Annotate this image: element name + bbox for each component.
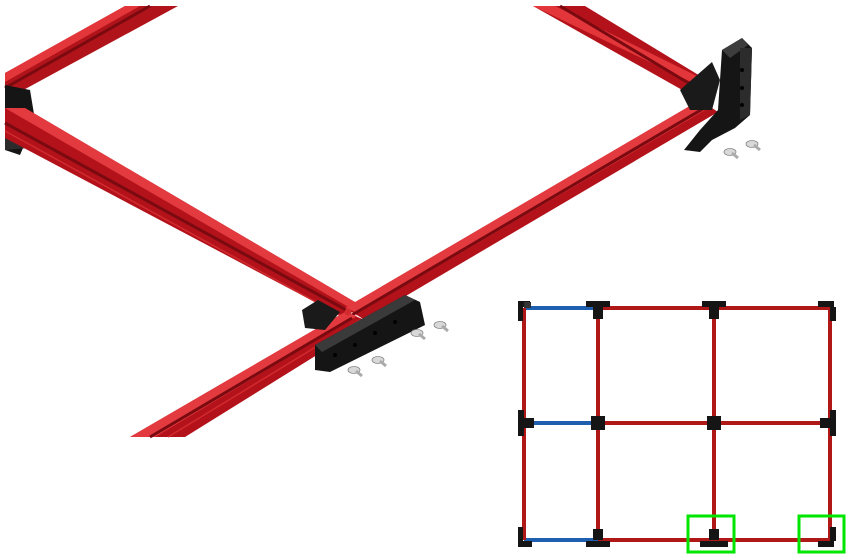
corner-bracket-icon [518, 527, 532, 547]
corner-bracket-icon [818, 527, 836, 547]
plan-rails-horizontal [524, 306, 830, 542]
corner-bracket-icon [518, 301, 531, 321]
extrusion-rail-back-left [4, 4, 178, 100]
center-joint-bracket [302, 295, 425, 372]
screw-icon [723, 148, 739, 160]
highlight-box-bottom-middle [686, 514, 736, 554]
screw-icon [433, 321, 449, 333]
corner-bracket-icon [591, 416, 605, 430]
plan-brackets [518, 301, 836, 547]
corner-bracket-icon [820, 410, 836, 436]
corner-bracket-icon [702, 301, 726, 319]
corner-bracket-icon [707, 416, 721, 430]
corner-bracket-icon [818, 301, 836, 321]
extrusion-rail-back-right [533, 4, 715, 100]
screw-icon [371, 356, 387, 368]
screw-group-right [723, 140, 761, 160]
screw-icon [410, 329, 426, 341]
screw-icon [745, 140, 761, 152]
corner-bracket-icon [700, 529, 728, 547]
plan-view [518, 301, 846, 554]
extrusion-rail-front [130, 312, 370, 439]
plan-highlights [686, 514, 846, 554]
corner-bracket-icon [586, 301, 610, 319]
extrusion-rail-left [4, 108, 360, 319]
extrusion-rail-right [345, 100, 718, 320]
corner-bracket-right [680, 38, 752, 152]
screw-group-center [347, 321, 449, 378]
screw-icon [347, 366, 363, 378]
highlight-box-bottom-right [797, 514, 846, 554]
corner-bracket-icon [586, 529, 610, 547]
corner-bracket-icon [518, 410, 534, 436]
frame-3d-view [4, 4, 761, 439]
